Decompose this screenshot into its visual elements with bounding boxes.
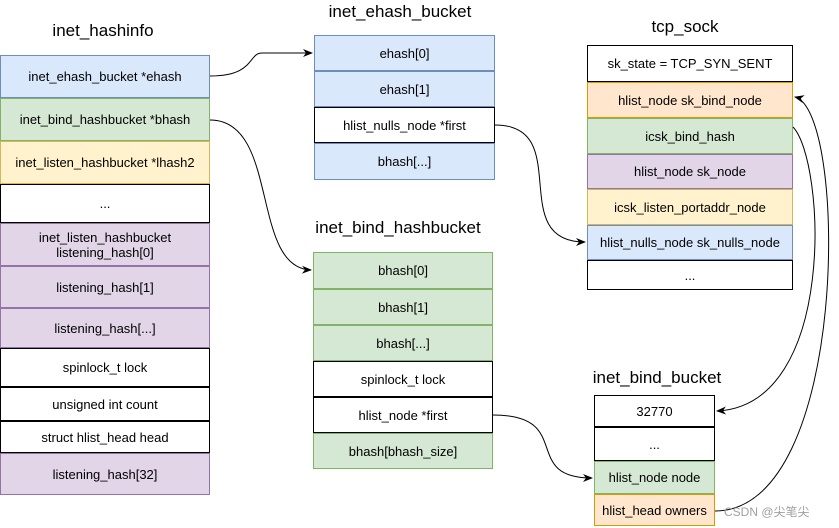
hashinfo-field-ehash: inet_ehash_bucket *ehash [0, 55, 210, 98]
ehash-bucket-first: hlist_nulls_node *first [314, 107, 495, 143]
title-inet-bind-bucket: inet_bind_bucket [592, 368, 722, 387]
ehash-bucket-1: ehash[1] [314, 71, 495, 107]
arrow-bhash-to-bind-hashbucket [209, 119, 312, 274]
tcp-sock-ellipsis: ... [587, 260, 793, 290]
bind-hashbucket-first: hlist_node *first [313, 397, 493, 433]
tcp-sock-icsk-bind-hash: icsk_bind_hash [587, 118, 793, 154]
bind-bucket-owners: hlist_head owners [594, 494, 715, 526]
title-inet-hashinfo: inet_hashinfo [52, 21, 154, 40]
bind-hashbucket-size: bhash[bhash_size] [313, 433, 493, 469]
hashinfo-field-listening-n: listening_hash[...] [0, 308, 210, 348]
bind-hashbucket-0: bhash[0] [313, 252, 493, 289]
hashinfo-field-listening-1: listening_hash[1] [0, 266, 210, 308]
title-tcp-sock: tcp_sock [651, 17, 719, 36]
title-inet-bind-hashbucket: inet_bind_hashbucket [315, 218, 481, 237]
ehash-bucket-n: bhash[...] [314, 143, 495, 180]
bind-bucket-port: 32770 [594, 395, 715, 427]
hashinfo-field-lhash2: inet_listen_hashbucket *lhash2 [0, 141, 210, 184]
bind-bucket-node: hlist_node node [594, 461, 715, 494]
arrow-first-to-sk-nulls-node [494, 124, 586, 246]
hashinfo-field-lock: spinlock_t lock [0, 348, 210, 387]
bind-hashbucket-n: bhash[...] [313, 325, 493, 361]
tcp-sock-sk-bind-node: hlist_node sk_bind_node [587, 82, 793, 118]
bind-hashbucket-1: bhash[1] [313, 289, 493, 325]
hashinfo-field-bhash: inet_bind_hashbucket *bhash [0, 98, 210, 141]
hashinfo-field-head: struct hlist_head head [0, 421, 210, 453]
arrow-first-to-bind-bucket-node [492, 414, 593, 482]
hashinfo-field-listening-0: inet_listen_hashbucket listening_hash[0] [0, 223, 210, 266]
tcp-sock-sk-state: sk_state = TCP_SYN_SENT [587, 45, 793, 82]
ehash-bucket-0: ehash[0] [314, 35, 495, 71]
tcp-sock-listen-portaddr-node: icsk_listen_portaddr_node [587, 189, 793, 225]
bind-bucket-ellipsis: ... [594, 427, 715, 461]
watermark: CSDN @尖笔尖 [724, 505, 810, 519]
hashinfo-field-listening-32: listening_hash[32] [0, 453, 210, 495]
title-inet-ehash-bucket: inet_ehash_bucket [328, 2, 472, 21]
hashinfo-field-ellipsis: ... [0, 184, 210, 223]
hashinfo-field-count: unsigned int count [0, 387, 210, 421]
bind-hashbucket-lock: spinlock_t lock [313, 361, 493, 397]
tcp-sock-sk-node: hlist_node sk_node [587, 154, 793, 189]
tcp-sock-sk-nulls-node: hlist_nulls_node sk_nulls_node [587, 225, 793, 260]
arrow-ehash-to-ehash-bucket [209, 49, 313, 77]
